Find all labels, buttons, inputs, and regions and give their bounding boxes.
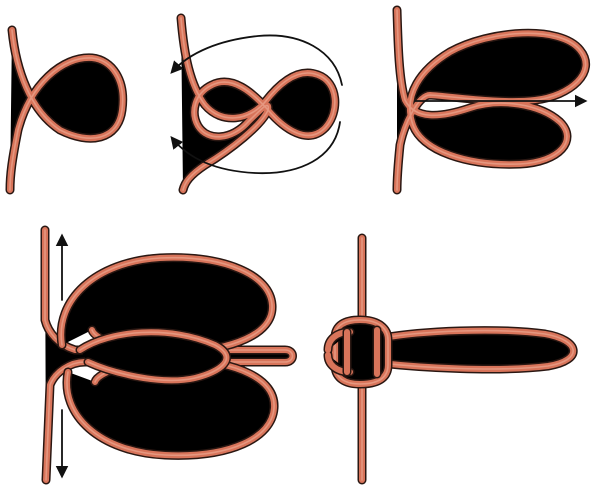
panel-step-1 [10, 30, 123, 190]
rope-single-loop [10, 30, 123, 190]
panel-step-3 [397, 10, 586, 190]
rope-pulled-loops [45, 230, 293, 480]
panel-step-4 [45, 230, 293, 480]
panel-step-5 [328, 238, 573, 480]
panel-step-2 [172, 18, 342, 190]
rope-finished-knot [328, 238, 573, 480]
rope-double-loop [397, 10, 586, 190]
rope-figure-eight [181, 18, 335, 190]
